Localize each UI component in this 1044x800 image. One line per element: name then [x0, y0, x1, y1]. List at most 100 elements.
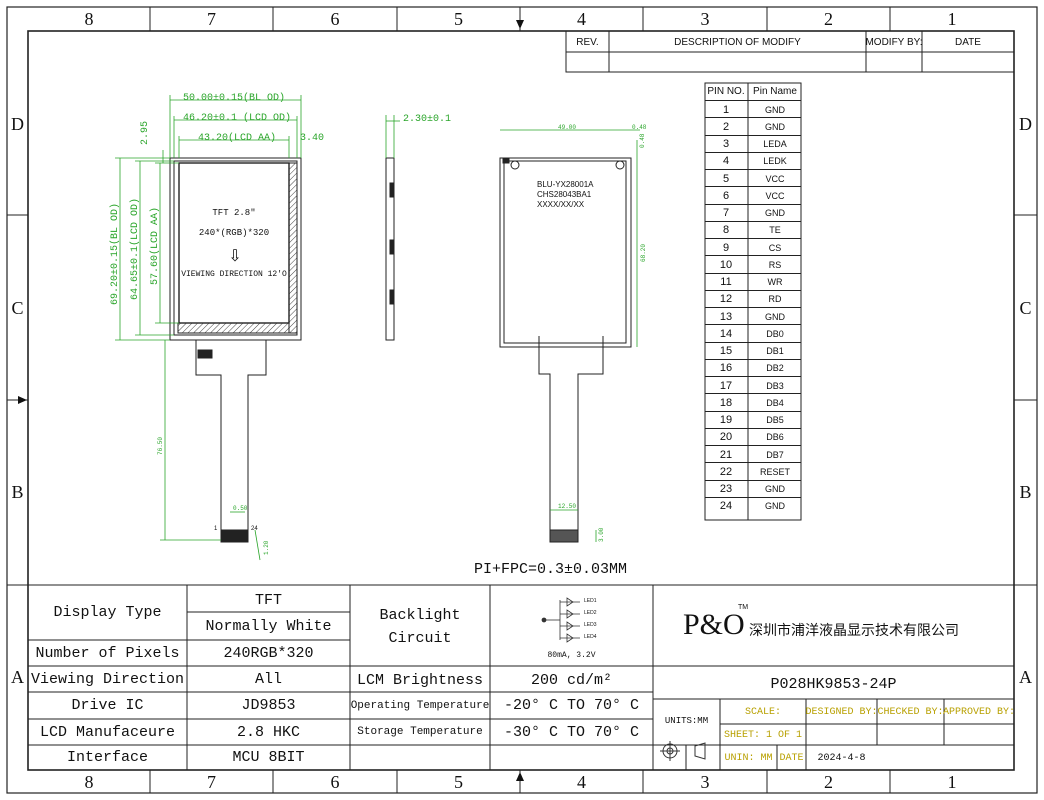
pin-name: VCC	[765, 190, 785, 201]
pin-number: 20	[719, 431, 733, 444]
col-label-top-1: 1	[947, 8, 957, 29]
col-label-bottom-8: 8	[84, 771, 94, 792]
brightness-label: LCM Brightness	[356, 671, 484, 689]
pin-number: 10	[719, 258, 733, 271]
pin-number: 2	[722, 120, 730, 133]
pin-number: 13	[719, 310, 733, 323]
col-label-bottom-3: 3	[700, 771, 710, 792]
display-type-value-2: Normally White	[205, 617, 332, 635]
pin-name: GND	[765, 121, 785, 132]
led-label-4: LED4	[584, 634, 597, 640]
col-label-top-6: 6	[330, 8, 340, 29]
pin-number: 17	[719, 379, 733, 392]
pin-row: 4 LEDK	[705, 151, 801, 170]
company-name: 深圳市浦洋液晶显示技术有限公司	[749, 622, 959, 638]
units-label: UNITS:MM	[664, 716, 709, 726]
led-label-3: LED3	[584, 622, 597, 628]
date-header: DATE	[955, 36, 981, 48]
approved-by-label: APPROVED BY:	[943, 706, 1016, 718]
interface-label: Interface	[66, 749, 148, 766]
pin-number: 15	[719, 345, 733, 357]
dim-lcd-aa-width: 43.20(LCD AA)	[198, 133, 277, 144]
company-logo: P&O	[683, 608, 745, 641]
pin-row: 2 GND	[705, 117, 801, 135]
scale-label: SCALE:	[744, 706, 781, 718]
rev-header: REV.	[576, 36, 599, 48]
back-dim-width: 49.00	[558, 124, 577, 131]
date-value: 2024-4-8	[817, 752, 866, 764]
pin-name: GND	[765, 501, 785, 512]
led-label-1: LED1	[584, 598, 597, 604]
lcd-manufacturer-label: LCD Manufaceure	[39, 723, 176, 741]
dim-lcd-od-width: 46.20±0.1 (LCD OD)	[183, 113, 292, 124]
operating-temp-value: -20° C TO 70° C	[503, 697, 640, 714]
back-label-line-2: CHS28043BA1	[537, 190, 592, 199]
viewing-direction-value: All	[254, 670, 282, 688]
dim-fpc-length: 76.50	[157, 436, 164, 455]
brightness-value: 200 cd/m²	[530, 671, 612, 689]
description-header: DESCRIPTION OF MODIFY	[674, 36, 801, 48]
col-label-top-2: 2	[824, 8, 833, 29]
dim-lcd-od-height: 64.65±0.1(LCD OD)	[130, 197, 141, 300]
date-label: DATE	[779, 752, 804, 764]
pin-row: 17 DB3	[705, 376, 801, 394]
pin-name: LEDK	[763, 156, 787, 167]
fpc-pin-1-label: 1	[214, 526, 218, 532]
drive-ic-value: JD9853	[241, 697, 296, 714]
col-label-top-8: 8	[84, 8, 94, 29]
col-label-top-7: 7	[207, 8, 216, 29]
viewing-direction-label: Viewing Direction	[30, 670, 185, 688]
col-label-bottom-5: 5	[454, 771, 463, 792]
pin-name: CS	[768, 242, 782, 253]
pin-number: 4	[722, 155, 730, 168]
pin-name: DB1	[766, 346, 784, 356]
display-type-label: Display Type	[53, 604, 162, 621]
pin-name-header: Pin Name	[753, 86, 797, 97]
backlight-rating: 80mA, 3.2V	[547, 650, 596, 660]
pin-name: DB6	[766, 432, 784, 443]
pin-number: 18	[719, 396, 733, 409]
pin-row: 23 GND	[705, 479, 801, 498]
col-label-top-5: 5	[454, 8, 463, 29]
col-label-top-3: 3	[700, 8, 710, 29]
pin-name: DB3	[766, 380, 784, 391]
dim-lcd-aa-height: 57.60(LCD AA)	[150, 206, 161, 285]
designed-by-label: DESIGNED BY:	[805, 706, 878, 718]
row-label-right-b: B	[1019, 481, 1032, 502]
pin-row: 10 RS	[705, 255, 801, 273]
pin-name: GND	[765, 484, 785, 494]
display-type-value-1: TFT	[254, 591, 282, 609]
back-label: BLU-YX28001A CHS28043BA1 XXXX/XX/XX	[537, 180, 593, 210]
back-dim-fpc-end: 3.00	[598, 527, 605, 542]
col-label-bottom-7: 7	[207, 771, 216, 792]
viewing-arrow-icon: ⇩	[228, 245, 242, 265]
pin-name: RD	[768, 294, 782, 305]
storage-temp-label: Storage Temperature	[357, 726, 483, 738]
interface-value: MCU 8BIT	[232, 749, 305, 766]
col-label-bottom-1: 1	[947, 771, 957, 792]
back-dim-height: 68.20	[640, 243, 647, 262]
pin-name: RS	[768, 259, 782, 270]
screen-size-label: TFT 2.8"	[212, 208, 256, 218]
dim-top-margin: 2.95	[140, 120, 151, 145]
back-dim-right-offset: 0.48	[639, 133, 646, 148]
row-label-right-d: D	[1019, 113, 1032, 134]
row-label-right-c: C	[1019, 297, 1032, 318]
col-label-bottom-4: 4	[577, 771, 586, 792]
storage-temp-value: -30° C TO 70° C	[503, 723, 640, 741]
pin-number: 24	[719, 500, 733, 513]
row-label-left-b: B	[11, 481, 24, 502]
pin-number: 23	[719, 483, 733, 495]
pin-name: GND	[765, 208, 785, 218]
pin-name: LEDA	[763, 139, 787, 149]
pin-number: 11	[720, 276, 732, 288]
led-label-2: LED2	[584, 610, 597, 616]
